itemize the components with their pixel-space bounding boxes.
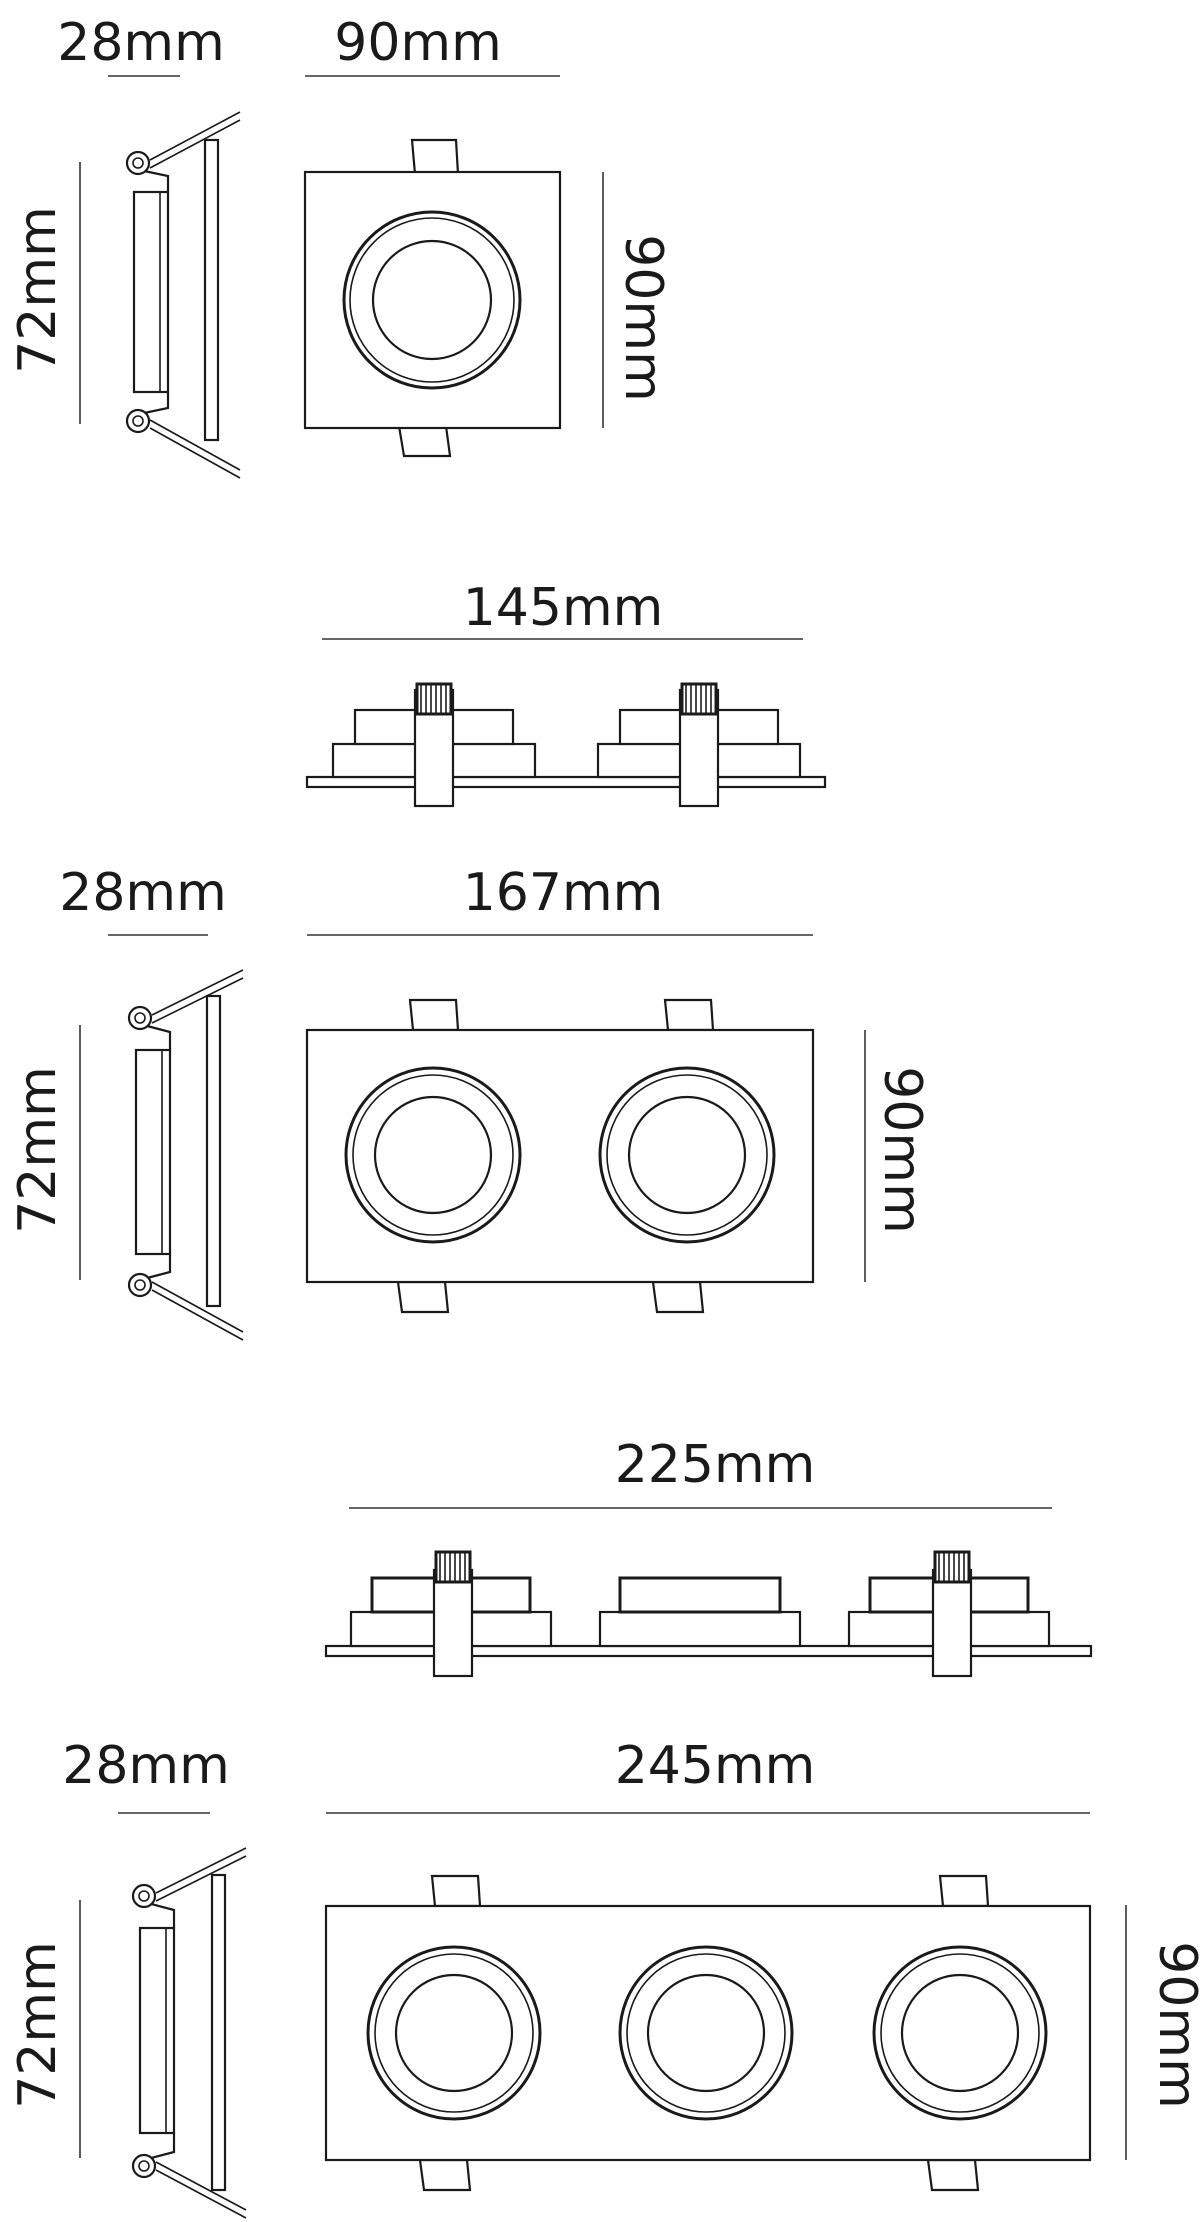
- triple-front-view: [324, 1874, 1092, 2192]
- single-fitting: 28mm 90mm 72mm 90mm: [8, 13, 673, 479]
- double-front-height-label: 90mm: [872, 1066, 932, 1233]
- triple-front-height-label: 90mm: [1147, 1941, 1200, 2108]
- single-front-view: [303, 138, 562, 458]
- double-side-height-label: 72mm: [8, 1066, 68, 1233]
- triple-side-view: [131, 1847, 247, 2219]
- triple-fitting: 225mm 28mm: [8, 1435, 1200, 2219]
- single-depth-label: 28mm: [57, 13, 224, 73]
- double-fitting: 145mm 28mm 167mm: [8, 578, 932, 1341]
- double-depth-label: 28mm: [59, 863, 226, 923]
- triple-top-view: [324, 1550, 1093, 1678]
- double-side-view: [127, 969, 244, 1341]
- triple-top-width-label: 225mm: [615, 1435, 816, 1495]
- single-width-label: 90mm: [334, 13, 501, 73]
- single-side-height-label: 72mm: [8, 206, 68, 373]
- triple-depth-label: 28mm: [62, 1736, 229, 1796]
- triple-width-label: 245mm: [615, 1736, 816, 1796]
- double-top-width-label: 145mm: [463, 578, 664, 638]
- triple-side-height-label: 72mm: [8, 1941, 68, 2108]
- single-front-height-label: 90mm: [613, 234, 673, 401]
- double-top-view: [305, 682, 827, 808]
- single-side-view: [125, 111, 241, 479]
- double-width-label: 167mm: [463, 863, 664, 923]
- double-front-view: [305, 998, 815, 1314]
